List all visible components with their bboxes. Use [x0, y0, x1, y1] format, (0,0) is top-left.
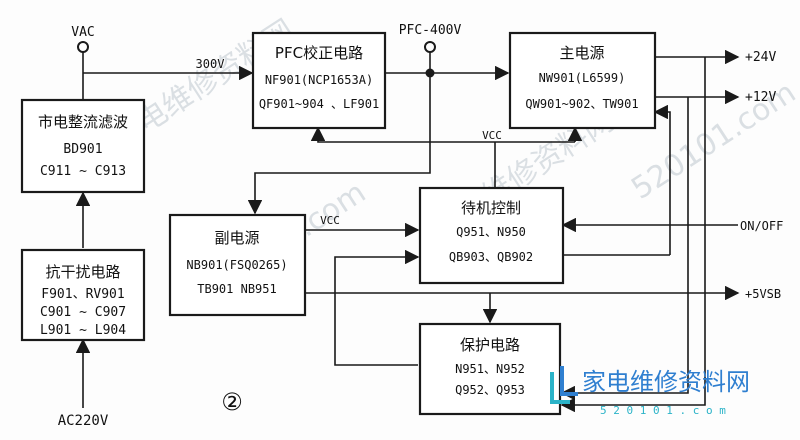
standby-line3: QB903、QB902 [449, 250, 533, 264]
wire-24v-protect [560, 57, 706, 413]
protect-title: 保护电路 [460, 336, 520, 354]
rect-line3: C911 ~ C913 [40, 164, 126, 179]
pfc400-terminal [424, 41, 436, 53]
standby-title: 待机控制 [461, 199, 521, 217]
label-onoff: ON/OFF [740, 219, 783, 233]
logo-mark-icon [550, 372, 570, 404]
standby-line2: Q951、N950 [456, 225, 526, 239]
protect-line2: N951、N952 [455, 362, 525, 376]
block-standby [418, 186, 565, 285]
aux-line2: NB901(FSQ0265) [186, 258, 287, 272]
logo-url-text: 5 2 0 1 0 1 . c o m [600, 404, 726, 417]
logo-brand-text: 家电维修资料网 [582, 368, 750, 396]
block-aux-power [168, 213, 307, 317]
vac-terminal [77, 41, 89, 53]
block-main-power [508, 31, 657, 130]
site-logo: 家电维修资料网 5 2 0 1 0 1 . c o m [550, 366, 750, 417]
aux-line3: TB901 NB951 [197, 282, 276, 296]
emi-title: 抗干扰电路 [45, 263, 120, 281]
label-pfc400: PFC-400V [399, 23, 462, 38]
label-vcc-top: VCC [482, 129, 502, 142]
wire-vcc-pfc [310, 126, 575, 143]
label-out-24v: +24V [745, 50, 776, 65]
aux-title: 副电源 [214, 229, 259, 247]
protect-line3: Q952、Q953 [455, 383, 525, 397]
block-emi [20, 248, 146, 342]
wire-12v-protect [560, 97, 689, 401]
main-line2: NW901(L6599) [539, 71, 626, 85]
label-out-12v: +12V [745, 90, 776, 105]
wire-standby-main [653, 104, 671, 255]
block-protection [418, 322, 562, 416]
label-300v: 300V [196, 57, 225, 71]
main-line3: QW901~902、TW901 [525, 97, 638, 111]
pfc-title: PFC校正电路 [275, 44, 363, 62]
rect-line2: BD901 [63, 142, 102, 157]
pfc-line3: QF901~904 、LF901 [259, 97, 379, 111]
emi-line4: L901 ~ L904 [40, 323, 126, 338]
rect-title: 市电整流滤波 [38, 113, 128, 131]
pfc-line2: NF901(NCP1653A) [265, 73, 373, 87]
block-pfc [251, 31, 387, 130]
label-ac220v: AC220V [58, 413, 109, 429]
block-rectifier [20, 98, 146, 194]
wire-protect-standby [334, 249, 420, 366]
wire-pfc-aux [247, 73, 431, 215]
emi-line3: C901 ~ C907 [40, 305, 126, 320]
emi-line2: F901、RV901 [41, 287, 124, 302]
label-out-5vsb: +5VSB [745, 287, 781, 301]
main-title: 主电源 [559, 44, 604, 62]
label-vcc-left: VCC [320, 214, 340, 227]
label-vac: VAC [71, 25, 94, 40]
figure-number: ② [221, 388, 243, 416]
